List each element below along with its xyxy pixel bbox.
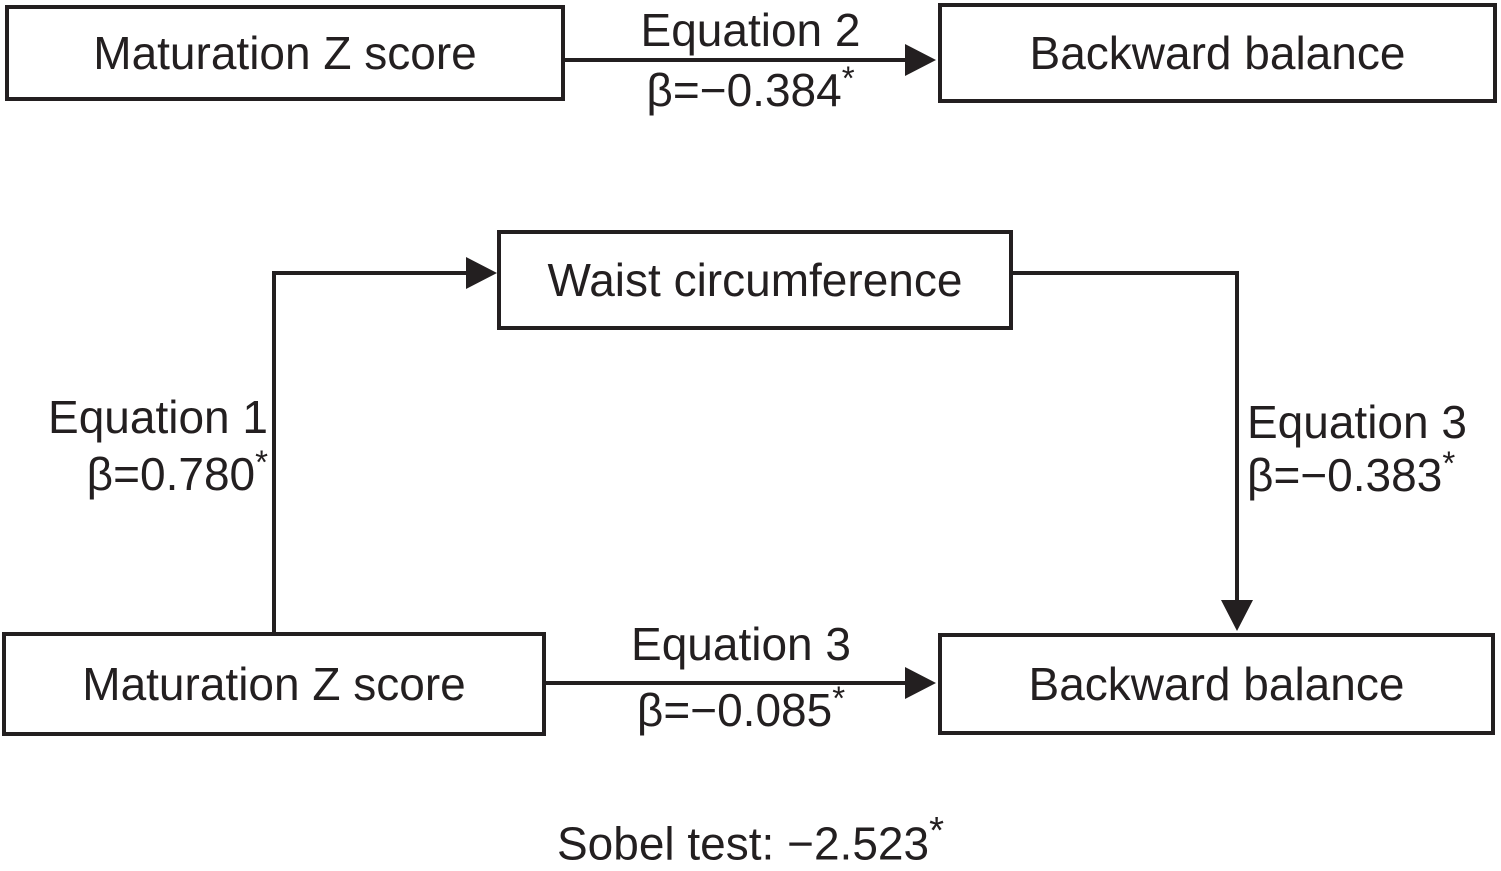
label-equation3c: Equation 3	[631, 618, 851, 670]
label-equation2: Equation 2	[640, 4, 861, 56]
arrow-equation1-horizontal-line	[272, 271, 466, 275]
node-outcome-top-label: Backward balance	[1029, 27, 1406, 79]
arrow-equation3c-line	[546, 681, 906, 685]
significance-asterisk: *	[255, 444, 268, 482]
beta-value: β=−0.085	[636, 684, 833, 736]
label-equation1-beta: β=0.780*	[0, 447, 268, 500]
significance-asterisk: *	[841, 60, 855, 98]
significance-asterisk: *	[832, 680, 846, 718]
node-predictor-top-label: Maturation Z score	[93, 27, 477, 79]
arrowhead-right-icon	[466, 257, 497, 289]
label-equation3b: Equation 3	[1247, 396, 1467, 448]
node-mediator: Waist circumference	[497, 230, 1013, 330]
sobel-test-caption: Sobel test: −2.523*	[0, 809, 1501, 870]
significance-asterisk: *	[1442, 445, 1456, 483]
label-equation3c-beta: β=−0.085*	[546, 683, 936, 736]
beta-value: β=−0.384	[646, 64, 842, 116]
label-equation1: Equation 1	[48, 391, 268, 443]
beta-value: β=0.780	[86, 448, 256, 500]
arrow-equation2-line	[565, 58, 910, 62]
arrowhead-down-icon	[1221, 600, 1253, 631]
node-outcome-bottom: Backward balance	[938, 633, 1495, 735]
arrowhead-right-icon	[905, 667, 936, 699]
beta-value: β=−0.383	[1247, 449, 1443, 501]
arrow-equation3b-vertical-line	[1235, 271, 1239, 602]
node-mediator-label: Waist circumference	[547, 254, 963, 306]
node-predictor-top: Maturation Z score	[5, 5, 565, 101]
label-equation2-beta: β=−0.384*	[565, 63, 936, 116]
significance-asterisk: *	[929, 809, 945, 852]
arrowhead-right-icon	[905, 44, 936, 76]
node-outcome-top: Backward balance	[938, 3, 1497, 103]
sobel-test-value: Sobel test: −2.523	[556, 817, 930, 870]
node-predictor-bottom: Maturation Z score	[2, 632, 546, 736]
node-outcome-bottom-label: Backward balance	[1028, 658, 1405, 710]
arrow-equation1-vertical-line	[272, 271, 276, 632]
arrow-equation3b-horizontal-line	[1013, 271, 1239, 275]
label-equation3b-beta: β=−0.383*	[1247, 448, 1455, 501]
node-predictor-bottom-label: Maturation Z score	[82, 658, 466, 710]
